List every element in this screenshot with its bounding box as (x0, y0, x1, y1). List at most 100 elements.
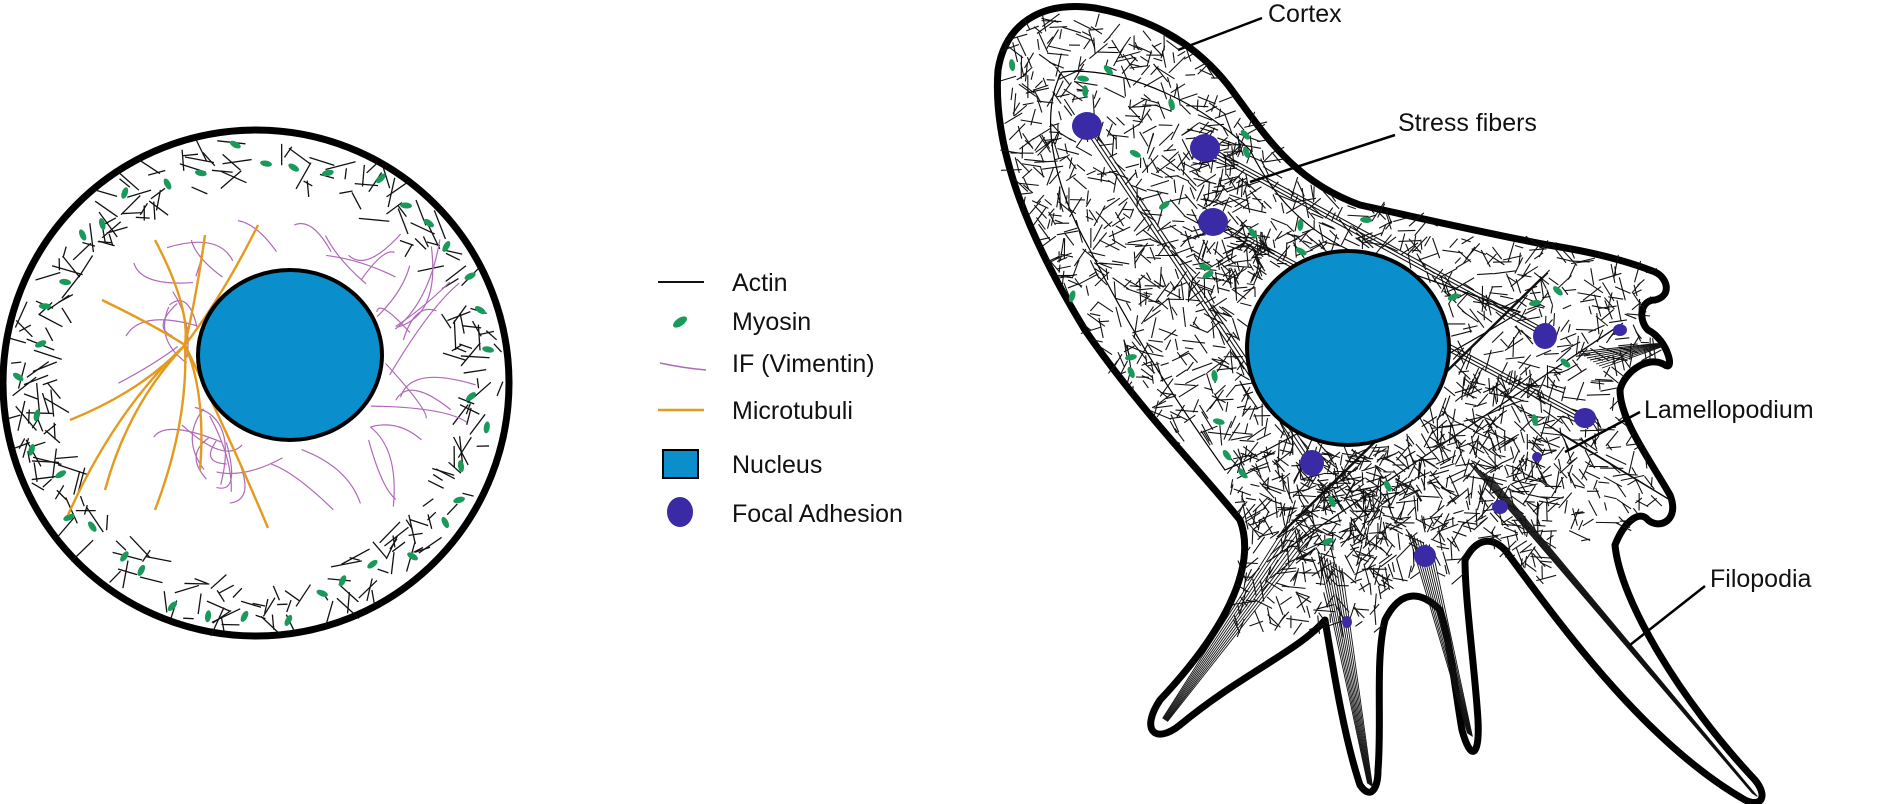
actin-filament (1506, 472, 1522, 479)
actin-filament (1642, 296, 1652, 308)
actin-filament (1293, 234, 1310, 248)
actin-filament (50, 389, 55, 417)
actin-filament (1376, 465, 1388, 473)
myosin-motor (1212, 418, 1225, 425)
actin-filament (1524, 464, 1536, 483)
actin-filament (210, 574, 227, 590)
actin-filament (1252, 496, 1269, 513)
actin-filament (422, 498, 434, 507)
actin-filament (1113, 281, 1117, 299)
microtubule (183, 234, 207, 346)
actin-filament (1614, 266, 1617, 276)
actin-filament (1451, 536, 1460, 552)
actin-filament (1415, 490, 1423, 502)
actin-filament (1274, 230, 1283, 242)
actin-filament (1368, 567, 1381, 587)
myosin-motor (260, 160, 272, 167)
actin-filament (408, 514, 416, 545)
actin-filament (1524, 556, 1528, 569)
actin-filament (1160, 273, 1167, 287)
actin-filament (1430, 504, 1445, 518)
actin-bundle-filament (1595, 345, 1662, 365)
actin-filament (1140, 56, 1150, 63)
actin-filament (1242, 506, 1249, 530)
intermediate-filament (369, 426, 395, 507)
actin-filament (1035, 95, 1043, 113)
actin-filament (1246, 507, 1267, 519)
actin-filament (1576, 348, 1588, 361)
actin-filament (445, 265, 467, 282)
actin-filament (1161, 224, 1177, 230)
actin-filament (1459, 439, 1467, 447)
actin-filament (1344, 554, 1355, 574)
actin-filament (1213, 393, 1224, 411)
myosin-motor (1222, 450, 1232, 461)
actin-filament (46, 382, 61, 400)
actin-filament (1033, 204, 1048, 219)
actin-filament (1200, 425, 1218, 434)
actin-filament (1557, 415, 1568, 419)
actin-filament (1301, 472, 1325, 480)
actin-filament (1575, 353, 1591, 357)
actin-filament (1478, 534, 1502, 539)
myosin-motor (1328, 495, 1336, 508)
actin-filament (1055, 53, 1062, 77)
actin-filament (1240, 596, 1248, 607)
actin-filament (1542, 465, 1551, 474)
actin-filament (1042, 77, 1047, 87)
actin-filament (1048, 211, 1056, 226)
actin-filament (202, 152, 216, 167)
actin-filament (1277, 230, 1292, 240)
actin-filament (1274, 497, 1278, 518)
actin-filament (1415, 443, 1426, 456)
actin-filament (1525, 477, 1542, 483)
actin-filament (1141, 360, 1153, 366)
microtubule (183, 344, 203, 471)
actin-filament (462, 492, 474, 497)
actin-filament (1461, 236, 1474, 245)
actin-bundle-filament (1586, 344, 1660, 359)
actin-filament (1368, 444, 1378, 458)
actin-filament (1372, 447, 1387, 457)
actin-filament (97, 240, 113, 244)
myosin-motor (1447, 293, 1460, 301)
actin-filament (195, 138, 208, 162)
actin-filament (1448, 303, 1454, 318)
actin-filament (456, 347, 467, 353)
actin-filament (1143, 309, 1161, 323)
actin-filament (1122, 208, 1134, 211)
actin-filament (1061, 26, 1082, 34)
actin-filament (1531, 378, 1540, 389)
actin-filament (1197, 64, 1208, 75)
actin-filament (1239, 380, 1250, 397)
actin-filament (1386, 445, 1390, 457)
actin-filament (1560, 332, 1577, 341)
actin-filament (1493, 270, 1517, 275)
actin-filament (1339, 454, 1343, 466)
actin-filament (1140, 97, 1159, 104)
actin-filament (1271, 152, 1281, 163)
actin-filament (1593, 294, 1602, 317)
actin-filament (1103, 36, 1111, 44)
actin-filament (1429, 515, 1434, 524)
actin-filament (1185, 373, 1206, 385)
actin-filament (1123, 345, 1135, 353)
actin-filament (1383, 573, 1391, 586)
actin-filament (435, 468, 456, 480)
actin-filament (1426, 475, 1440, 484)
actin-filament (1301, 561, 1307, 583)
actin-filament (1347, 214, 1369, 218)
actin-filament (1061, 270, 1065, 285)
actin-filament (1477, 463, 1497, 469)
actin-filament (338, 583, 359, 603)
myosin-motor (483, 421, 490, 434)
actin-filament (1218, 329, 1226, 345)
actin-filament (1219, 363, 1229, 368)
actin-filament (58, 293, 74, 304)
actin-filament (1567, 471, 1577, 489)
actin-filament (1428, 436, 1446, 448)
actin-filament (1275, 459, 1281, 479)
actin-filament (1538, 500, 1560, 506)
actin-filament (1127, 171, 1137, 182)
actin-filament (1017, 125, 1023, 139)
